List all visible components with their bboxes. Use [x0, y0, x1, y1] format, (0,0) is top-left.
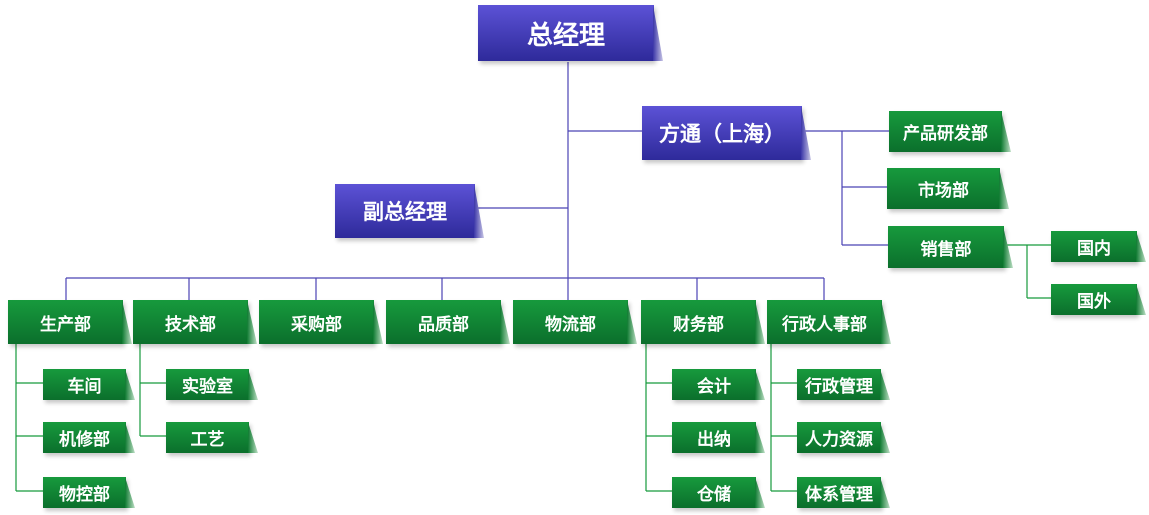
human-resources-label: 人力资源: [805, 430, 873, 450]
workshop-node: 车间: [43, 369, 135, 400]
sales-domestic-node: 国内: [1051, 231, 1146, 262]
cashier-node: 出纳: [672, 422, 765, 453]
quality-department-node: 品质部: [386, 300, 510, 344]
fangtong-shanghai-label: 方通（上海）: [659, 122, 785, 146]
sales-department-label: 销售部: [920, 239, 972, 260]
purchase-department-label: 采购部: [291, 314, 342, 335]
repair-department-node: 机修部: [43, 422, 135, 453]
lab-node: 实验室: [166, 369, 258, 400]
admin-hr-department-node: 行政人事部: [767, 300, 891, 344]
rd-department-node: 产品研发部: [889, 111, 1011, 152]
warehouse-node: 仓储: [672, 477, 765, 508]
vice-general-manager-node: 副总经理: [335, 184, 484, 238]
sales-overseas-node: 国外: [1051, 284, 1146, 315]
workshop-label: 车间: [67, 377, 102, 397]
cashier-label: 出纳: [697, 430, 731, 450]
material-control-label: 物控部: [59, 485, 110, 505]
market-department-label: 市场部: [918, 181, 969, 201]
admin-hr-department-label: 行政人事部: [782, 314, 867, 335]
finance-department-node: 财务部: [641, 300, 765, 344]
market-department-node: 市场部: [887, 168, 1009, 209]
vice-general-manager-label: 副总经理: [363, 200, 447, 224]
purchase-department-node: 采购部: [259, 300, 383, 344]
logistics-department-node: 物流部: [513, 300, 637, 344]
system-management-node: 体系管理: [797, 477, 890, 508]
human-resources-node: 人力资源: [797, 422, 890, 453]
general-manager-label: 总经理: [526, 20, 605, 51]
tech-department-label: 技术部: [165, 314, 216, 335]
sales-domestic-label: 国内: [1077, 239, 1111, 259]
admin-management-node: 行政管理: [797, 369, 890, 400]
sales-department-node: 销售部: [888, 226, 1013, 268]
rd-department-label: 产品研发部: [903, 124, 988, 144]
production-department-label: 生产部: [40, 314, 91, 335]
system-management-label: 体系管理: [805, 485, 873, 505]
repair-department-label: 机修部: [59, 430, 110, 450]
admin-management-label: 行政管理: [805, 377, 873, 397]
production-department-node: 生产部: [8, 300, 132, 344]
general-manager-node: 总经理: [478, 5, 663, 61]
material-control-node: 物控部: [43, 477, 135, 508]
lab-label: 实验室: [182, 377, 233, 397]
tech-department-node: 技术部: [133, 300, 257, 344]
accounting-label: 会计: [697, 377, 731, 397]
warehouse-label: 仓储: [697, 485, 731, 505]
logistics-department-label: 物流部: [545, 314, 596, 335]
sales-overseas-label: 国外: [1077, 292, 1111, 312]
accounting-node: 会计: [672, 369, 765, 400]
process-node: 工艺: [166, 422, 258, 453]
fangtong-shanghai-node: 方通（上海）: [642, 106, 811, 160]
quality-department-label: 品质部: [418, 314, 469, 335]
finance-department-label: 财务部: [673, 314, 724, 335]
process-label: 工艺: [190, 430, 225, 450]
